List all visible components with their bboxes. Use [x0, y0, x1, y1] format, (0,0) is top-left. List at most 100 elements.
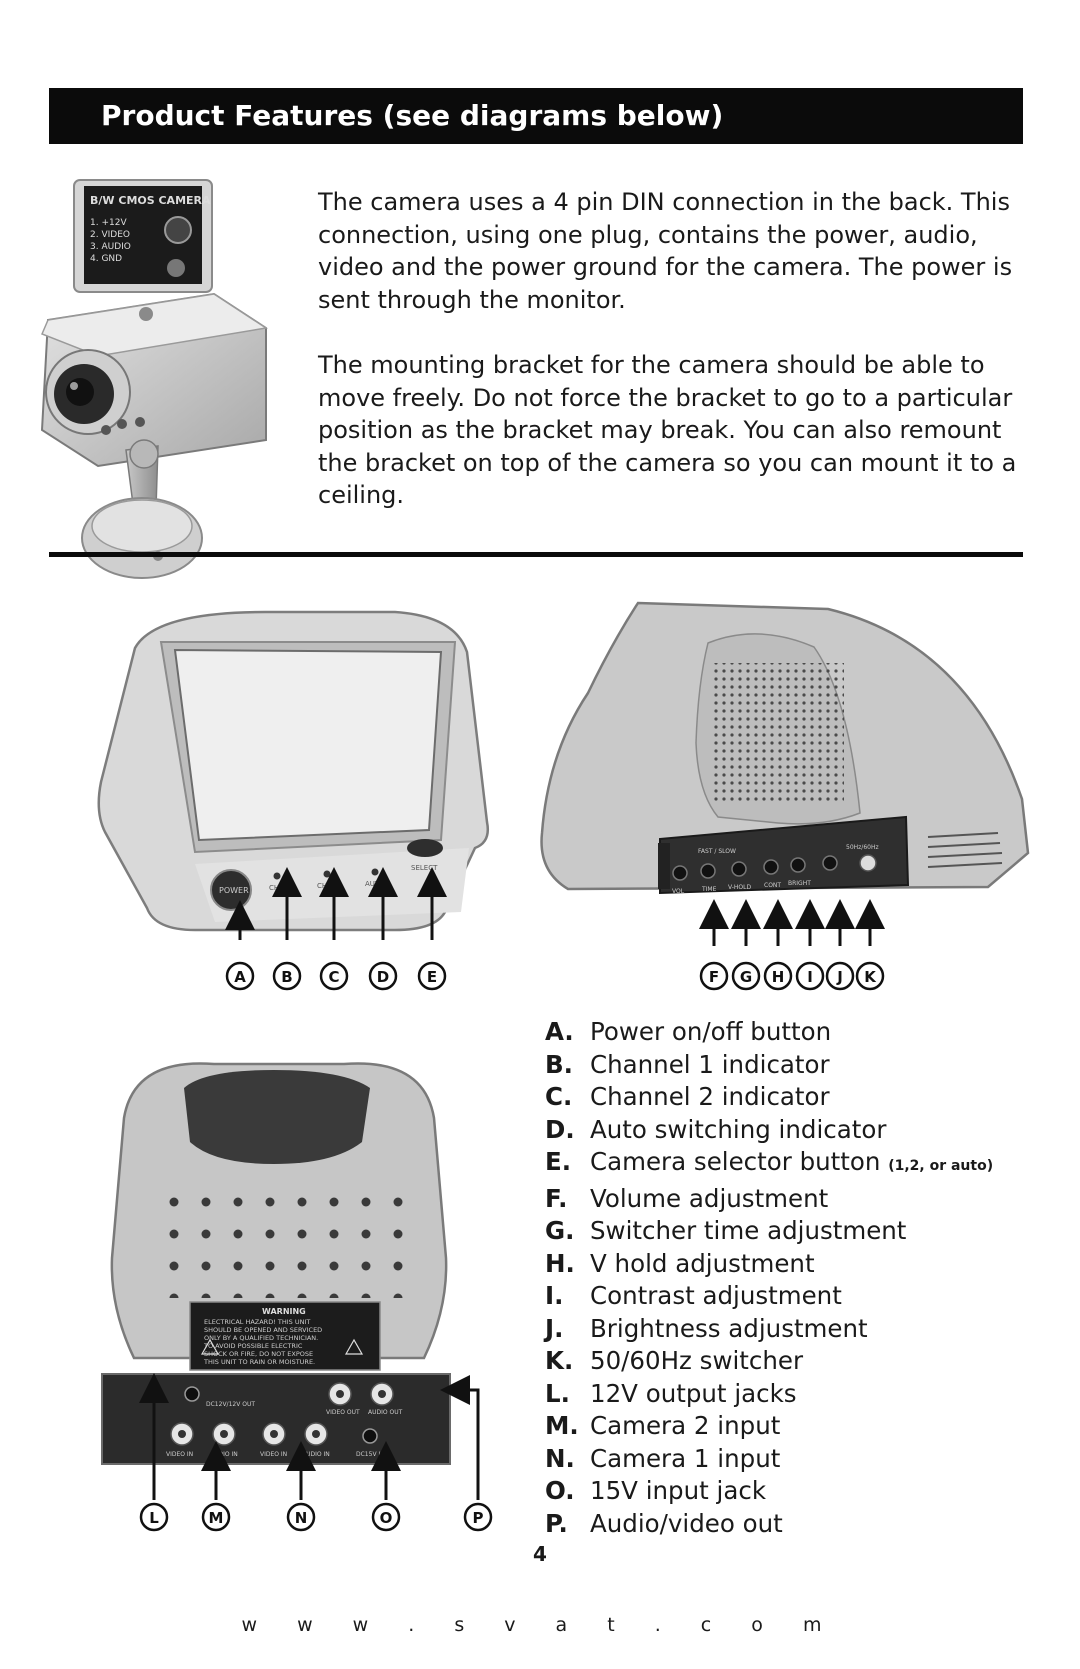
legend-text: Volume adjustment	[590, 1183, 829, 1213]
legend-text: Channel 1 indicator	[590, 1049, 830, 1079]
legend-text: Channel 2 indicator	[590, 1082, 830, 1111]
legend-note: (1,2, or auto)	[888, 1158, 994, 1174]
warning-line-3: ONLY BY A QUALIFIED TECHNICIAN.	[204, 1334, 318, 1342]
hazard-icon	[200, 1338, 220, 1355]
legend-key: H.	[545, 1248, 575, 1278]
callout-p: P	[473, 1509, 484, 1527]
legend-key: F.	[545, 1183, 568, 1213]
warning-line-2: SHOULD BE OPENED AND SERVICED	[204, 1326, 322, 1334]
feature-legend: A. Power on/off button B. Channel 1 indica…	[545, 1016, 1065, 1540]
callout-d: D	[377, 968, 389, 986]
callout-b: B	[281, 968, 292, 986]
legend-text: Auto switching indicator	[590, 1114, 887, 1144]
legend-key: B.	[545, 1049, 573, 1079]
warning-line-5: SHOCK OR FIRE, DO NOT EXPOSE	[204, 1350, 313, 1358]
hz-switch-icon	[859, 854, 877, 872]
monitor-side-illustration: VOL TIME V-HOLD CONT BRIGHT 50Hz/60Hz FA…	[540, 601, 1030, 895]
time-label: TIME	[701, 886, 717, 893]
callout-l: L	[149, 1509, 159, 1527]
legend-text: V hold adjustment	[590, 1248, 815, 1278]
legend-item: J.Brightness adjustment	[545, 1313, 1065, 1346]
video-in-2-label: VIDEO IN	[166, 1451, 193, 1458]
vhold-label: V-HOLD	[728, 884, 751, 891]
dc-out-label: DC12V/12V OUT	[206, 1401, 255, 1408]
camera-logo-icon	[167, 259, 185, 277]
video-in-1-label: VIDEO IN	[260, 1451, 287, 1458]
camera-pin-1: 1. +12V	[90, 218, 127, 228]
legend-text: Power on/off button	[590, 1017, 832, 1046]
divider-line	[49, 552, 1023, 557]
legend-item: C. Channel 2 indicator	[545, 1081, 1065, 1114]
video-out-label: VIDEO OUT	[326, 1409, 360, 1416]
warning-title: WARNING	[262, 1307, 306, 1316]
camera-pin-3: 3. AUDIO	[90, 242, 131, 252]
legend-text: Camera 1 input	[590, 1443, 781, 1473]
legend-text: Brightness adjustment	[590, 1313, 868, 1343]
legend-item: H. V hold adjustment	[545, 1248, 1065, 1281]
paragraph-bracket: The mounting bracket for the camera shou…	[318, 351, 1017, 509]
speaker-grille-icon	[714, 663, 844, 803]
callout-g: G	[740, 968, 752, 986]
warning-line-4: TO AVOID POSSIBLE ELECTRIC	[203, 1342, 303, 1350]
legend-key: N.	[545, 1443, 575, 1473]
callout-k: K	[864, 968, 877, 986]
legend-item: K. 50/60Hz switcher	[545, 1345, 1065, 1378]
callout-c: C	[328, 968, 339, 986]
footer-url: w w w . s v a t . c o m	[241, 1614, 839, 1636]
callout-i: I	[807, 968, 813, 986]
camera-label-title: B/W CMOS CAMERA	[90, 194, 211, 207]
callout-n: N	[295, 1509, 308, 1527]
hz-label: 50Hz/60Hz	[846, 844, 879, 851]
monitor-front-illustration: POWER CH1 CH2 AUTO SELECT	[97, 610, 489, 932]
legend-item: P.Audio/video out	[545, 1508, 1065, 1541]
legend-item: O. 15V input jack	[545, 1475, 1065, 1508]
warning-line-1: ELECTRICAL HAZARD! THIS UNIT	[204, 1318, 310, 1326]
fast-slow-label: FAST / SLOW	[698, 848, 736, 855]
power-button-label: POWER	[219, 886, 249, 895]
paragraph-connection: The camera uses a 4 pin DIN connection i…	[318, 188, 1013, 314]
legend-key: G.	[545, 1216, 575, 1245]
legend-text: Camera selector button	[590, 1147, 881, 1176]
callout-f: F	[709, 968, 719, 986]
legend-item: B. Channel 1 indicator	[545, 1049, 1065, 1082]
legend-key: I.	[545, 1281, 564, 1310]
legend-text: 12V output jacks	[590, 1378, 797, 1408]
legend-text: 50/60Hz switcher	[590, 1346, 804, 1375]
warning-line-6: THIS UNIT TO RAIN OR MOISTURE.	[203, 1358, 315, 1366]
audio-out-label: AUDIO OUT	[368, 1409, 403, 1416]
din-connector-icon	[164, 216, 192, 244]
legend-item: N. Camera 1 input	[545, 1443, 1065, 1476]
legend-key: C.	[545, 1082, 573, 1111]
dc-in-label: DC15V IN	[356, 1451, 385, 1458]
hazard-icon	[344, 1338, 364, 1355]
warning-label	[189, 1301, 381, 1371]
bright-label: BRIGHT	[788, 880, 811, 887]
camera-pin-4: 4. GND	[90, 254, 122, 264]
callout-j: J	[836, 968, 843, 986]
legend-item: E. Camera selector button (1,2, or auto)	[545, 1146, 1065, 1183]
legend-item: M.Camera 2 input	[545, 1410, 1065, 1443]
legend-key: L.	[545, 1378, 570, 1408]
legend-item: G.Switcher time adjustment	[545, 1215, 1065, 1248]
legend-item: F. Volume adjustment	[545, 1183, 1065, 1216]
legend-key: O.	[545, 1476, 575, 1505]
page-number: 4	[533, 1542, 547, 1566]
vol-label: VOL	[672, 888, 685, 895]
legend-text: 15V input jack	[590, 1476, 767, 1505]
legend-key: A.	[545, 1017, 574, 1046]
legend-item: D. Auto switching indicator	[545, 1114, 1065, 1147]
camera-illustration: B/W CMOS CAMERA 1. +12V 2. VIDEO 3. AUDI…	[40, 179, 269, 579]
legend-key: K.	[545, 1346, 574, 1375]
camera-pin-2: 2. VIDEO	[90, 230, 130, 240]
section-title: Product Features (see diagrams below)	[101, 99, 724, 132]
legend-key: D.	[545, 1114, 575, 1144]
callout-a: A	[234, 968, 246, 986]
callout-h: H	[772, 968, 785, 986]
legend-text: Contrast adjustment	[590, 1281, 842, 1310]
select-button-icon	[407, 839, 443, 857]
section-header: Product Features (see diagrams below)	[49, 88, 1023, 144]
legend-key: E.	[545, 1147, 572, 1176]
legend-item: I. Contrast adjustment	[545, 1280, 1065, 1313]
